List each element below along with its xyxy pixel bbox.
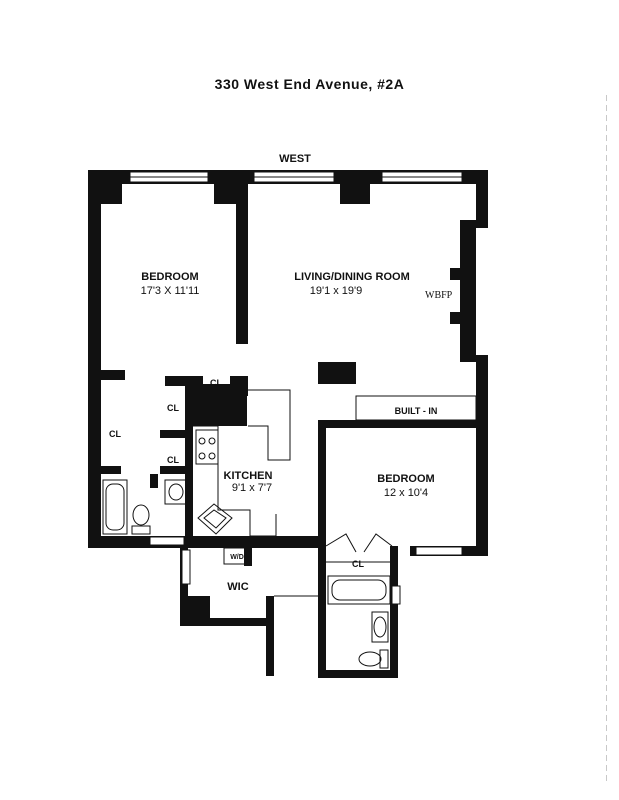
bedroom-2-dims: 12 x 10'4 [384, 487, 428, 499]
living-room-name: LIVING/DINING ROOM [294, 271, 410, 283]
closet-label-3: CL [109, 429, 121, 439]
fireplace-label: WBFP [425, 290, 453, 301]
closet-label-4: CL [167, 455, 179, 465]
compass-label: WEST [279, 153, 311, 165]
kitchen-counter-lower [193, 425, 277, 537]
scan-edge-line [606, 95, 607, 785]
bathtub-2-icon [327, 575, 391, 605]
stove-icon [195, 429, 219, 465]
closet-label-5: CL [352, 559, 364, 569]
bedroom-2-name: BEDROOM [377, 473, 434, 485]
labels: WEST BEDROOM 17'3 X 11'11 LIVING/DINING … [109, 153, 453, 593]
walls [88, 170, 488, 678]
closet-door-left [325, 533, 357, 553]
kitchen-name: KITCHEN [224, 470, 273, 482]
closet-label-1: CL [210, 378, 222, 388]
kitchen-sink-icon [197, 503, 233, 535]
bedroom-1-dims: 17'3 X 11'11 [141, 285, 200, 297]
washer-dryer-label: W/D [230, 554, 244, 561]
wic-label: WIC [227, 581, 248, 593]
bath-sink-2-icon [371, 611, 389, 643]
kitchen-counter-upper [248, 389, 291, 461]
built-in-label: BUILT - IN [395, 406, 438, 416]
plan-title: 330 West End Avenue, #2A [214, 76, 405, 92]
living-room-dims: 19'1 x 19'9 [310, 285, 363, 297]
toilet-2-icon [358, 649, 389, 669]
washer-dryer-box [223, 547, 251, 565]
bath-sink-1-icon [164, 479, 188, 505]
fixtures [102, 389, 477, 669]
kitchen-dims: 9'1 x 7'7 [232, 482, 272, 494]
toilet-1-icon [131, 504, 151, 535]
closet-label-2: CL [167, 403, 179, 413]
windows [129, 171, 463, 605]
bedroom-1-name: BEDROOM [141, 271, 198, 283]
bathtub-1-icon [102, 479, 128, 535]
closet-door-right [363, 533, 393, 553]
